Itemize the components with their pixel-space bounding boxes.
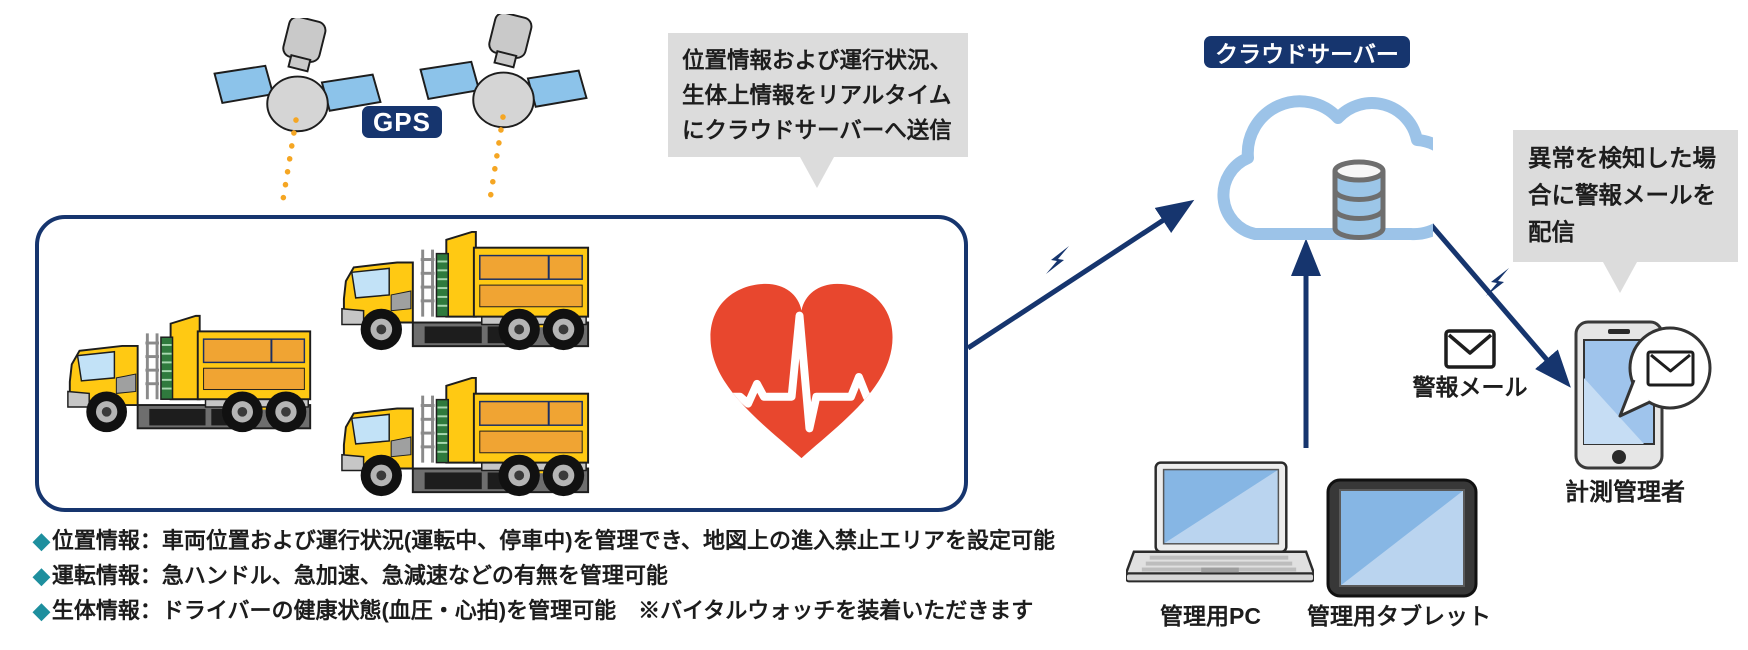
alert-speech-bubble: 異常を検知した場 合に警報メールを 配信 xyxy=(1513,130,1738,293)
feature-item: ◆ 位置情報：車両位置および運行状況(運転中、停車中)を管理でき、地図上の進入禁… xyxy=(33,523,1055,558)
dump-truck-icon xyxy=(338,374,594,502)
gps-satellite-icon xyxy=(212,18,384,140)
lightning-icon xyxy=(1046,246,1069,274)
feature-text: 運転情報：急ハンドル、急加速、急減速などの有無を管理可能 xyxy=(51,563,668,588)
bubble-tail xyxy=(1603,262,1637,293)
feature-text: 位置情報：車両位置および運行状況(運転中、停車中)を管理でき、地図上の進入禁止エ… xyxy=(51,528,1056,553)
laptop-icon xyxy=(1126,461,1314,583)
feature-item: ◆ 生体情報：ドライバーの健康状態(血圧・心拍)を管理可能 ※バイタルウォッチを… xyxy=(33,593,1055,628)
alert-note-line: 合に警報メールを xyxy=(1528,182,1716,208)
bubble-tail xyxy=(800,157,834,188)
gps-satellite-icon xyxy=(418,14,590,136)
arrow-box-to-cloud xyxy=(966,199,1195,351)
pc-label: 管理用PC xyxy=(1160,603,1261,629)
feature-item: ◆ 運転情報：急ハンドル、急加速、急減速などの有無を管理可能 xyxy=(33,558,1055,593)
upload-note-line: 生体上情報をリアルタイム xyxy=(682,83,952,108)
feature-bullet: ◆ xyxy=(33,598,50,623)
dump-truck-icon xyxy=(64,312,316,438)
lightning-icon xyxy=(1486,268,1509,296)
envelope-icon xyxy=(1444,329,1496,369)
upload-note-line: にクラウドサーバーへ送信 xyxy=(682,118,952,143)
tablet-icon xyxy=(1326,478,1478,598)
alert-note-line: 異常を検知した場 xyxy=(1528,145,1716,171)
upload-speech-bubble: 位置情報および運行状況、 生体上情報をリアルタイム にクラウドサーバーへ送信 xyxy=(668,33,968,188)
manager-label: 計測管理者 xyxy=(1565,479,1685,506)
alert-mail-label: 警報メール xyxy=(1412,374,1528,400)
upload-note-line: 位置情報および運行状況、 xyxy=(682,48,953,73)
database-icon xyxy=(1332,159,1386,240)
dump-truck-icon xyxy=(338,228,594,356)
cloud-server-label: クラウドサーバー xyxy=(1204,36,1410,68)
cloud-icon xyxy=(1217,95,1433,241)
mail-bubble-icon xyxy=(1618,326,1712,418)
gps-label: GPS xyxy=(362,106,442,138)
cloud-server-label-text: クラウドサーバー xyxy=(1215,41,1399,67)
feature-list: ◆ 位置情報：車両位置および運行状況(運転中、停車中)を管理でき、地図上の進入禁… xyxy=(33,523,1055,628)
smartphone-icon xyxy=(1574,320,1712,470)
heart-ecg-icon xyxy=(710,283,893,459)
tablet-label: 管理用タブレット xyxy=(1307,603,1491,629)
alert-note-line: 配信 xyxy=(1528,219,1575,245)
feature-bullet: ◆ xyxy=(33,528,50,553)
gps-label-text: GPS xyxy=(373,106,431,137)
feature-bullet: ◆ xyxy=(33,563,50,588)
feature-text: 生体情報：ドライバーの健康状態(血圧・心拍)を管理可能 ※バイタルウォッチを装着… xyxy=(51,598,1034,623)
